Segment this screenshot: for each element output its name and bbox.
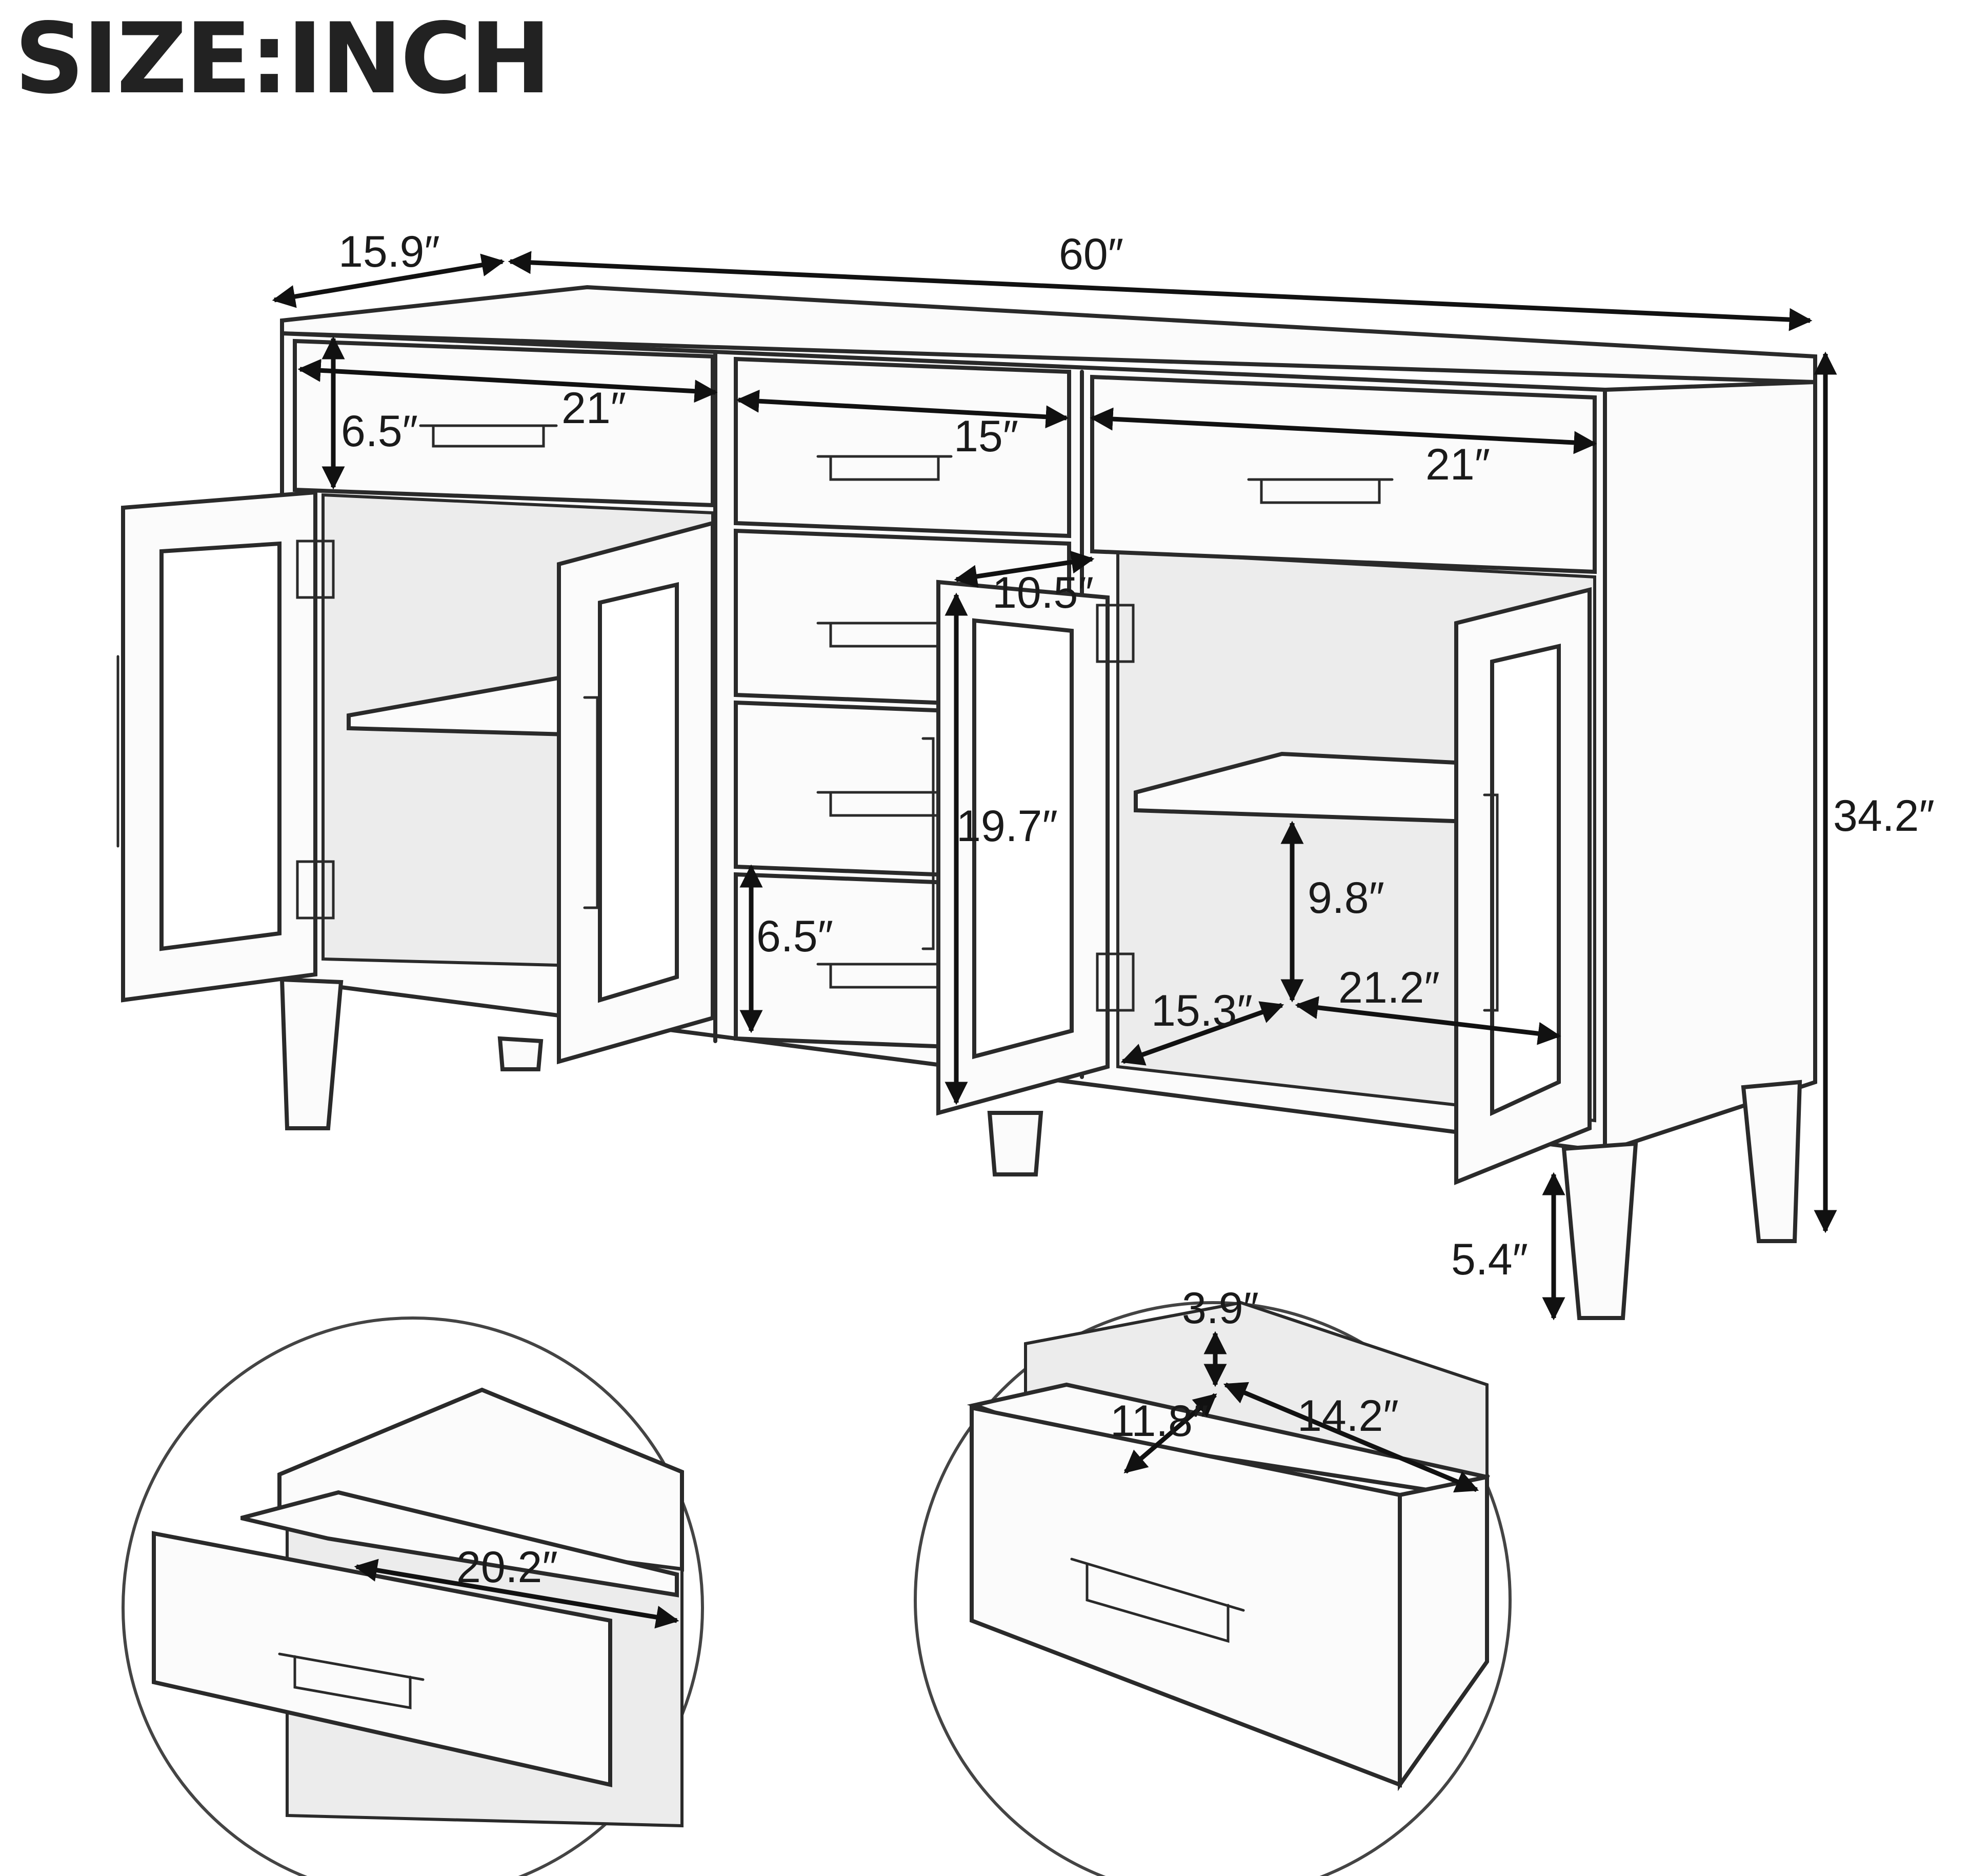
label-small-drawer-height: 6.5″: [756, 912, 833, 961]
leg-back-left: [497, 1036, 544, 1071]
door-right[interactable]: [1454, 587, 1592, 1185]
label-inner-drawer-width: 14.2″: [1297, 1391, 1399, 1441]
door-far-left[interactable]: [116, 490, 317, 1003]
dimension-lines: [272, 251, 1837, 1321]
label-inner-drawer-depth: 11.8″: [1110, 1396, 1208, 1446]
label-leg-height: 5.4″: [1451, 1235, 1528, 1284]
top-center-drawer[interactable]: [734, 356, 1071, 538]
label-shelf-height: 9.8″: [1308, 873, 1384, 923]
label-left-drawer-height: 6.5″: [341, 407, 418, 456]
detail-drawer-right: 3.9″ 11.8″ 14.2″: [914, 1284, 1512, 1876]
sideboard-side-panel: [1603, 380, 1817, 1154]
label-center-drawer-width: 15″: [954, 412, 1018, 461]
label-inner-drawer-height: 3.9″: [1182, 1284, 1259, 1333]
label-cabinet-height: 19.7″: [956, 802, 1058, 851]
label-left-drawer-width: 21″: [561, 384, 626, 433]
leg-front-left: [279, 977, 344, 1130]
hinge-icons: [296, 540, 1135, 1012]
label-inner-drawer-length: 20.2″: [456, 1543, 558, 1592]
leg-back-right: [1741, 1080, 1802, 1243]
dimension-labels: 15.9″ 60″ 34.2″ 5.4″ 21″ 6.5″ 15″ 21″ 10…: [338, 227, 1935, 1284]
label-door-width: 10.5″: [992, 568, 1094, 617]
label-overall-height: 34.2″: [1833, 791, 1935, 841]
leg-front-right: [1561, 1141, 1638, 1320]
door-left-inner[interactable]: [557, 520, 715, 1065]
detail-drawer-left: 20.2″: [122, 1316, 704, 1876]
label-shelf-width: 21.2″: [1338, 963, 1440, 1012]
door-center[interactable]: [921, 580, 1110, 1116]
leg-back-center: [987, 1111, 1043, 1176]
label-right-drawer-width: 21″: [1425, 440, 1490, 489]
top-right-drawer[interactable]: [1090, 374, 1597, 574]
label-overall-width: 60″: [1059, 230, 1123, 279]
label-shelf-depth: 15.3″: [1151, 986, 1253, 1035]
label-overall-depth: 15.9″: [338, 227, 440, 276]
page-title: SIZE:INCH: [14, 2, 551, 115]
